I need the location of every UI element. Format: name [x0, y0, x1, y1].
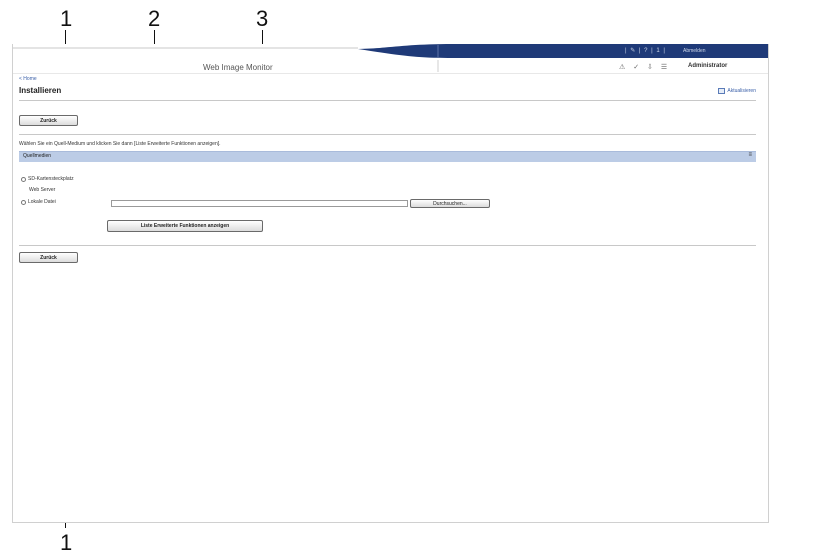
section-header-source-media[interactable]: Quellmedien ≡ — [19, 151, 756, 162]
back-button-bottom[interactable]: Zurück — [19, 252, 78, 263]
refresh-button[interactable]: Aktualisieren — [718, 88, 756, 94]
back-button-top[interactable]: Zurück — [19, 115, 78, 126]
header-links[interactable]: | ✎ | ? | 1 | — [625, 48, 666, 54]
local-file-path-input[interactable] — [111, 200, 408, 207]
logout-link[interactable]: Abmelden — [683, 48, 706, 54]
browse-button[interactable]: Durchsuchen... — [410, 199, 490, 208]
user-name: Administrator — [688, 63, 728, 69]
collapse-icon[interactable]: ≡ — [748, 152, 752, 158]
callout-label-2: 2 — [148, 6, 161, 31]
instruction-text: Wählen Sie ein Quell-Medium und klicken … — [19, 141, 221, 147]
option-label: Lokale Datei — [28, 199, 56, 205]
app-title: Web Image Monitor — [203, 63, 273, 72]
option-label: Web Server — [29, 187, 56, 193]
show-extended-features-button[interactable]: Liste Erweiterte Funktionen anzeigen — [107, 220, 263, 232]
option-web-server: Web Server — [29, 187, 55, 193]
option-sd-card-slot[interactable]: SD-Kartensteckplatz — [21, 176, 74, 182]
radio-sd-card-slot[interactable] — [21, 176, 26, 182]
callout-label-1-top: 1 — [60, 6, 73, 31]
divider — [19, 134, 756, 135]
home-link[interactable]: < Home — [19, 76, 37, 82]
status-icons[interactable]: ⚠ ✓ ⇩ ☰ — [619, 64, 671, 71]
callout-label-3: 3 — [256, 6, 269, 31]
radio-local-file[interactable] — [21, 199, 26, 205]
option-label: SD-Kartensteckplatz — [28, 176, 74, 182]
divider — [19, 100, 756, 101]
callout-label-1-bottom: 1 — [60, 530, 73, 555]
refresh-label: Aktualisieren — [727, 88, 756, 94]
header-background — [13, 44, 768, 74]
option-local-file[interactable]: Lokale Datei — [21, 199, 56, 205]
divider — [19, 245, 756, 246]
section-title: Quellmedien — [23, 153, 52, 159]
web-image-monitor-window: Web Image Monitor | ✎ | ? | 1 | Abmelden… — [12, 44, 769, 523]
refresh-icon — [718, 88, 726, 94]
page-title: Installieren — [19, 86, 62, 95]
